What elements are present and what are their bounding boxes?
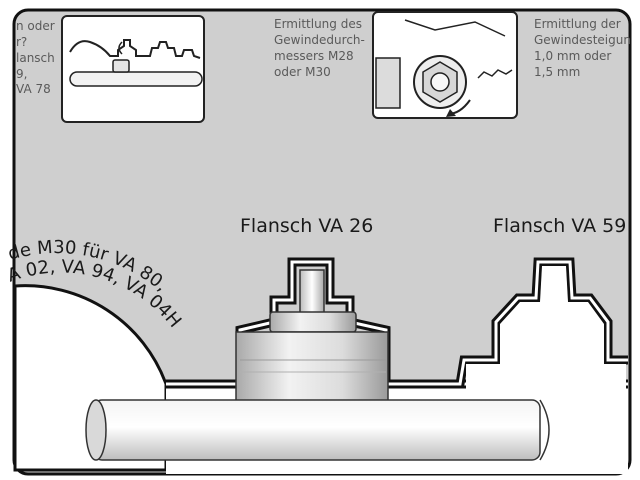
step2-line-3: messers M28 <box>274 49 354 63</box>
step2-line-4: oder M30 <box>274 65 331 79</box>
flange-va59-label: Flansch VA 59 <box>493 215 626 237</box>
valve-pin <box>299 269 325 317</box>
step2-line-1: Ermittlung des <box>274 17 362 31</box>
step1-line-3: lansch <box>16 51 55 65</box>
flange-va26-label: Flansch VA 26 <box>240 215 373 237</box>
valve-body <box>235 331 389 410</box>
step3-line-3: 1,0 mm oder <box>534 49 611 63</box>
step3-line-1: Ermittlung der <box>534 17 621 31</box>
step1-thumbnail <box>61 15 205 123</box>
flange-va59-inner-line <box>396 260 628 386</box>
step3-text: Ermittlung der Gewindesteigun 1,0 mm ode… <box>534 17 631 79</box>
step3-line-2: Gewindesteigun <box>534 33 631 47</box>
step1-line-1: n oder <box>16 19 55 33</box>
step2-thumbnail <box>372 11 518 119</box>
step1-text: n oder r? lansch 9, VA 78 <box>16 19 55 96</box>
valve-collar <box>269 311 357 333</box>
step1-line-2: r? <box>16 35 27 49</box>
step1-line-5: VA 78 <box>16 82 51 96</box>
radiator-valve <box>235 269 389 410</box>
flange-va26-inner-line <box>166 260 628 386</box>
step3-line-4: 1,5 mm <box>534 65 580 79</box>
step1-line-4: 9, <box>16 67 27 81</box>
pipe <box>85 399 550 461</box>
step2-text: Ermittlung des Gewindedurch- messers M28… <box>274 17 365 79</box>
step2-line-2: Gewindedurch- <box>274 33 365 47</box>
